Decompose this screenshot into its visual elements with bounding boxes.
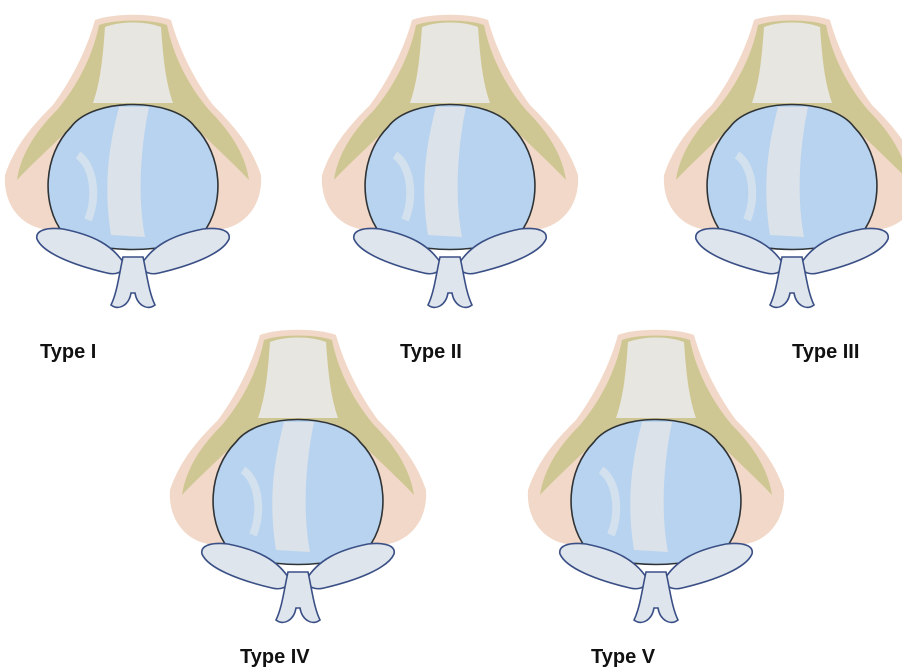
type-v-label: Type V <box>591 646 656 668</box>
type-iv-illustration <box>170 330 426 623</box>
type-i-illustration <box>5 15 261 308</box>
type-ii-illustration <box>322 15 578 308</box>
type-i-label: Type I <box>40 341 96 363</box>
type-iii-label: Type III <box>792 341 859 363</box>
type-iv-label: Type IV <box>240 646 310 668</box>
type-iii-illustration <box>664 15 902 308</box>
type-ii-label: Type II <box>400 341 462 363</box>
type-v-illustration <box>528 330 784 623</box>
